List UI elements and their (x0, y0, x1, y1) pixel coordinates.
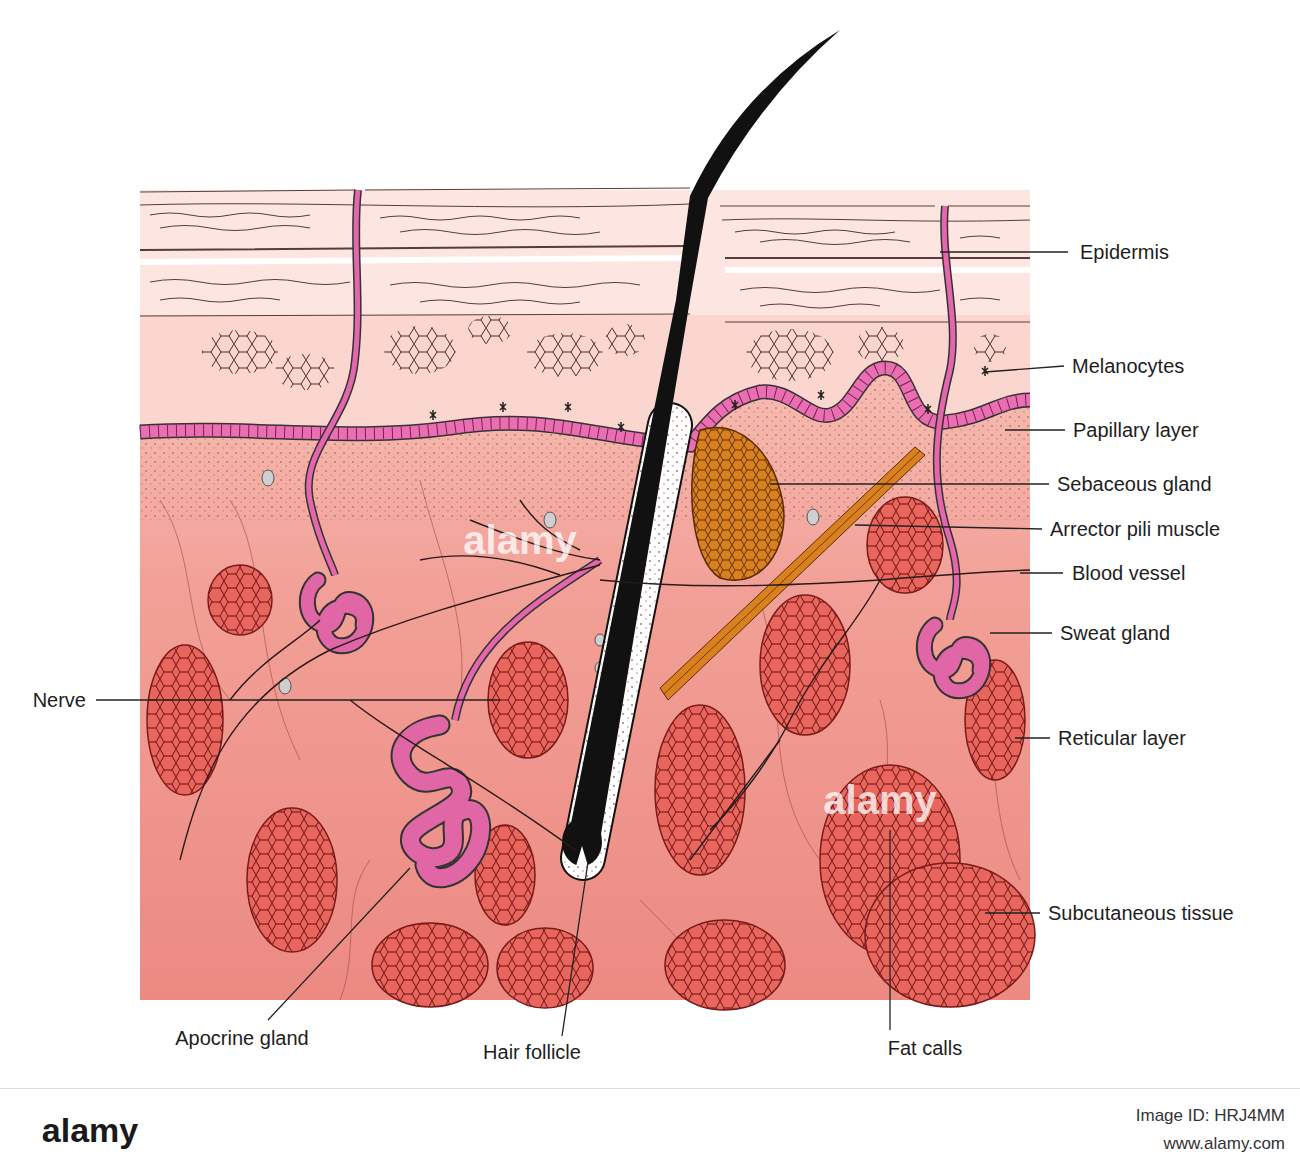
watermark: alamy (823, 776, 936, 824)
part-label: Reticular layer (1058, 726, 1186, 750)
part-label: Hair follicle (483, 1040, 581, 1064)
part-label: Arrector pili muscle (1050, 517, 1220, 541)
part-label: Nerve (33, 688, 86, 712)
watermark: alamy (463, 516, 576, 564)
part-label: Sebaceous gland (1057, 472, 1212, 496)
image-id: Image ID: HRJ4MM (1136, 1106, 1285, 1126)
part-label: Papillary layer (1073, 418, 1199, 442)
watermark-url: www.alamy.com (1163, 1134, 1285, 1154)
part-label: Apocrine gland (175, 1026, 308, 1050)
watermark: alamy (42, 1110, 138, 1151)
part-label: Epidermis (1080, 240, 1169, 264)
part-label: Sweat gland (1060, 621, 1170, 645)
part-label: Melanocytes (1072, 354, 1184, 378)
part-label: Subcutaneous tissue (1048, 901, 1234, 925)
part-label: Blood vessel (1072, 561, 1185, 585)
part-label: Fat calls (888, 1036, 962, 1060)
